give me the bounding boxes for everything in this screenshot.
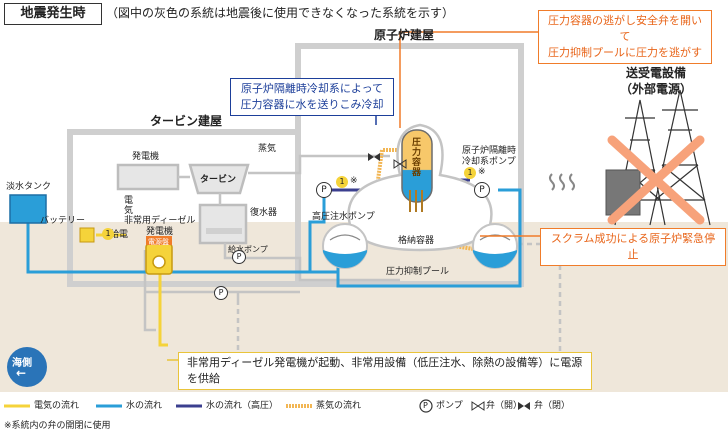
reactor-building-outline [295,43,524,287]
turbine-building-label: タービン建屋 [150,114,223,128]
valve-closed [368,153,380,161]
switchyard-label: 送受電設備 [626,66,687,80]
legend-valve-closed: 弁（閉） [534,401,571,411]
legend-valve-open: 弁（開） [486,401,523,411]
valve-open [393,159,407,169]
battery-label: バッテリー [40,216,86,226]
legend-water: 水の流れ [126,401,163,411]
steam-label: 蒸気 [258,144,277,154]
feedwater-pump-icon: P [232,250,246,264]
diesel-note: 非常用ディーゼル発電機が起動、非常用設備（低圧注水、除熱の設備等）に電源を供給 [178,352,592,390]
reactor-building-label: 原子炉建屋 [374,28,435,42]
sea-side-label: 海側 [12,358,32,369]
turbine-label: タービン [200,175,237,185]
legend-pump-icon: P [423,401,428,410]
srv-note: 圧力容器の逃がし安全弁を開いて 圧力抑制プールに圧力を逃がす [538,10,712,64]
switchyard-sublabel: （外部電源） [620,82,693,96]
rcic-pump-label-line2: 冷却系ポンプ [462,157,516,167]
badge-1-rcic-note: ※ [478,167,486,177]
legend-electric: 電気の流れ [34,401,80,411]
rcic-pump-label-line1: 原子炉隔離時 [462,146,517,156]
power-supply-label: 給電 [110,230,129,240]
srv-note-line2: 圧力抑制プールに圧力を逃がす [548,46,702,59]
electricity-label: 電気 [124,196,134,216]
feedwater-pump-label: 給水ポンプ [228,245,268,254]
badge-1-rcic: 1 [464,167,476,179]
hpci-label: 高圧注水ポンプ [312,212,375,222]
srv-note-line1: 圧力容器の逃がし安全弁を開いて [548,14,702,43]
sea-side-circle [7,347,47,387]
hpci-pump-icon: P [316,182,332,198]
badge-1-hpci: 1 [336,176,348,188]
containment-label: 格納容器 [398,236,435,246]
badge-1-hpci-note: ※ [350,176,358,186]
fresh-water-tank [9,194,47,224]
footnote: ※系統内の弁の開閉に使用 [4,421,111,431]
suppression-pool-label: 圧力抑制プール [386,267,450,277]
generator-label: 発電機 [132,152,160,162]
page-title: 地震発生時 [4,3,102,25]
pump-icon: P [214,286,228,300]
edg-label-line2: 発電機 [146,227,174,237]
rpv-label: 圧力容器 [412,138,422,178]
rcic-note-line1: 原子炉隔離時冷却系によって [240,82,384,95]
legend-water-hp: 水の流れ（高圧） [206,401,279,411]
inactive-systems [116,154,400,332]
page-subtitle: （図中の灰色の系統は地震後に使用できなくなった系統を示す） [106,6,455,20]
legend-steam: 蒸気の流れ [316,401,362,411]
fresh-water-tank-label: 淡水タンク [6,182,52,192]
edg-label-line1: 非常用ディーゼル [124,216,196,226]
rcic-note: 原子炉隔離時冷却系によって 圧力容器に水を送りこみ冷却 [230,78,394,116]
legend-pump: ポンプ [436,401,463,411]
scram-note: スクラム成功による原子炉緊急停止 [540,228,726,266]
badge-1-battery: 1 [102,228,114,240]
rcic-pump-icon: P [474,182,490,198]
sea-arrow-icon: ← [16,366,27,380]
rcic-note-line2: 圧力容器に水を送りこみ冷却 [240,98,384,111]
battery [79,227,95,243]
condenser-label: 復水器 [250,208,278,218]
switchyard-failed-x [607,135,705,225]
edg-badge: 電源盤 [148,238,169,246]
